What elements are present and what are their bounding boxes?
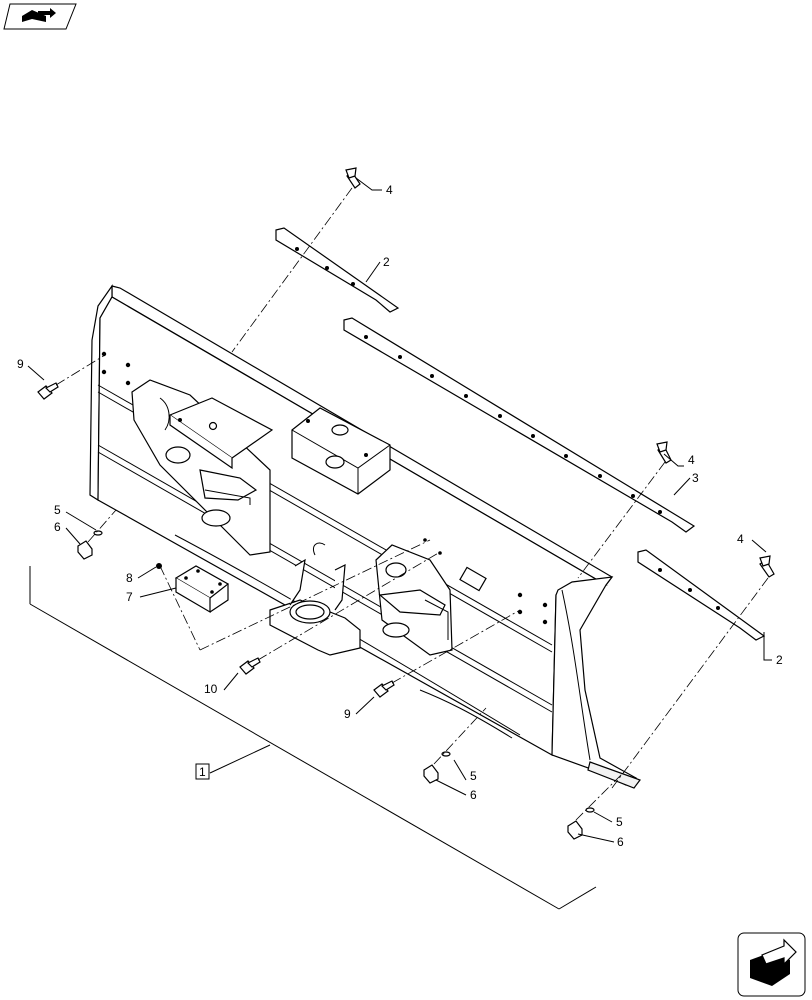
callout-4-right: 4 [737, 532, 744, 546]
callout-9-left: 9 [17, 357, 24, 371]
center-pivot-mount [269, 542, 361, 656]
assembly-ref-box[interactable]: 1 [195, 763, 210, 780]
callout-9-lower: 9 [344, 707, 351, 721]
cap-screw-lower [373, 680, 395, 698]
callout-7: 7 [126, 590, 133, 604]
callout-2-right: 2 [776, 653, 783, 667]
cover-plate [174, 565, 230, 614]
svg-text:1: 1 [199, 765, 206, 779]
callout-10: 10 [204, 682, 218, 696]
alignment-lines [55, 187, 769, 821]
washer-left [93, 530, 103, 536]
plow-bolt-middle [656, 441, 672, 464]
left-lift-bracket [131, 379, 271, 556]
callout-6-middle: 6 [470, 788, 477, 802]
callout-5-left: 5 [54, 503, 61, 517]
dozer-blade [89, 284, 641, 789]
next-page-arrow-icon[interactable] [737, 932, 806, 997]
end-bit-right [637, 549, 766, 641]
callout-2-top: 2 [383, 255, 390, 269]
callout-5-right: 5 [616, 815, 623, 829]
plow-bolt-right [759, 555, 775, 578]
nut-right [567, 820, 583, 840]
callout-4-middle: 4 [688, 453, 695, 467]
assembly-boundary [29, 566, 597, 910]
callout-8: 8 [126, 571, 133, 585]
book-arrow-icon[interactable] [3, 3, 77, 30]
center-hitch-bracket [291, 407, 391, 495]
callout-4-top: 4 [386, 183, 393, 197]
plow-bolt-top [345, 167, 361, 189]
callout-6-right: 6 [617, 835, 624, 849]
end-bit-left [275, 227, 400, 313]
callout-5-middle: 5 [470, 769, 477, 783]
cap-screw-left [37, 382, 59, 400]
cutting-edge-center [343, 317, 696, 533]
nut-left [77, 540, 93, 560]
nut-middle [423, 764, 439, 784]
callout-6-left: 6 [54, 520, 61, 534]
left-mount-plate [168, 397, 274, 470]
leader-lines [27, 177, 772, 843]
right-lift-bracket [375, 544, 453, 656]
cap-screw-10 [239, 657, 261, 675]
callout-3: 3 [692, 471, 699, 485]
washer-right [585, 807, 595, 813]
